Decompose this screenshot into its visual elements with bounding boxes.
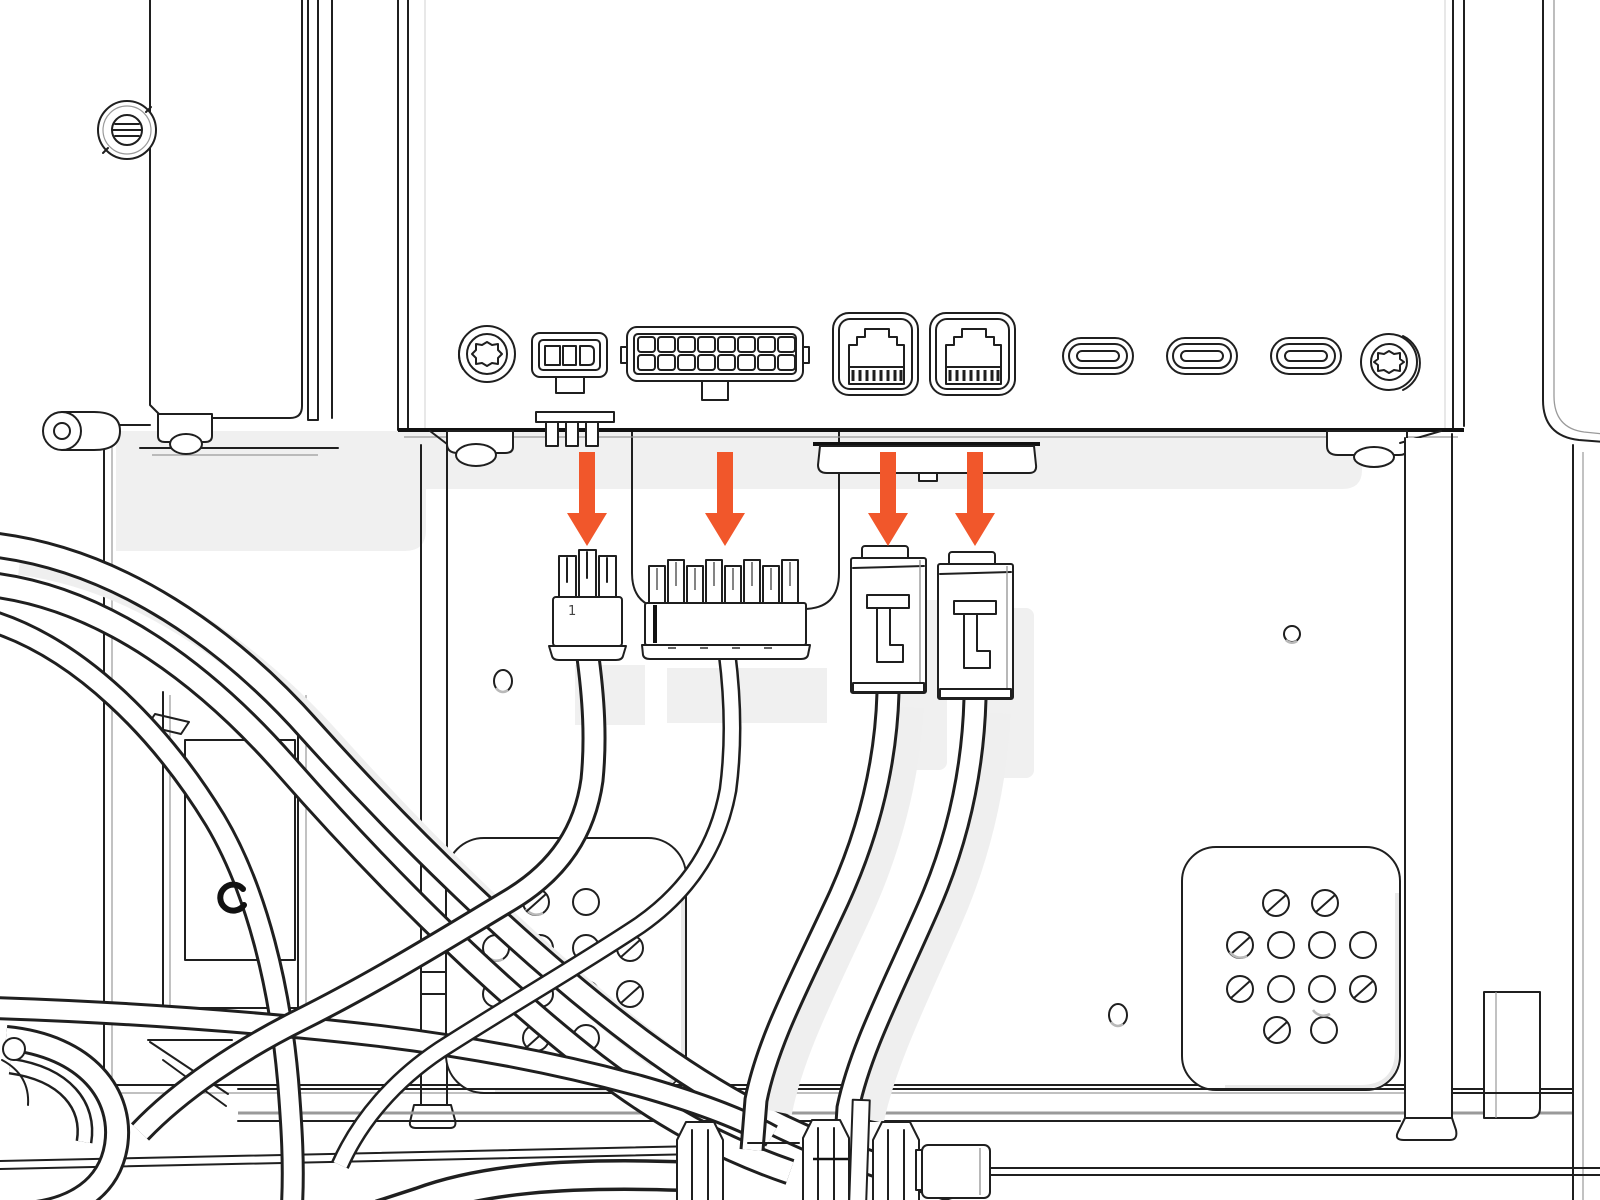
usb-c-port-1 (1062, 337, 1134, 375)
usb-c-port-2 (1166, 337, 1238, 375)
right-frame (1395, 0, 1600, 1200)
port-row (458, 312, 1421, 401)
c-marking (217, 881, 247, 914)
usb-c-port-3 (1270, 337, 1342, 375)
left-bracket (146, 691, 307, 1107)
insertion-arrow-3 (868, 452, 908, 546)
torx-screw-right (1360, 333, 1421, 391)
left-wall-panel (42, 0, 339, 456)
power-plug-pin1-label: 1 (568, 604, 576, 619)
thin-wire-right (989, 1167, 1600, 1176)
connector-accessory-plug (641, 559, 811, 660)
connector-ethernet-plug-2 (937, 551, 1014, 700)
insertion-arrow-1 (567, 452, 607, 546)
connector-cables (130, 648, 988, 1169)
insertion-arrow-4 (955, 452, 995, 546)
insertion-arrow-2 (705, 452, 745, 546)
vent-panel-right (1181, 846, 1401, 1091)
panel-bolt-icon (97, 100, 157, 160)
connector-ethernet-plug-1 (850, 545, 927, 694)
cable-glands (676, 1098, 991, 1200)
vent-holes-right (1226, 889, 1377, 1044)
accessory-port-16pin (620, 326, 810, 401)
torx-screw-left (458, 325, 516, 383)
cable-shadows (764, 706, 1011, 1123)
ethernet-port-2 (929, 312, 1016, 396)
ethernet-port-1 (832, 312, 919, 396)
power-port-3pin (531, 332, 608, 394)
insertion-arrows (567, 452, 995, 546)
connector-power-plug: 1 (548, 549, 627, 661)
side-stub (42, 411, 121, 451)
plate-holes (493, 625, 1301, 1028)
